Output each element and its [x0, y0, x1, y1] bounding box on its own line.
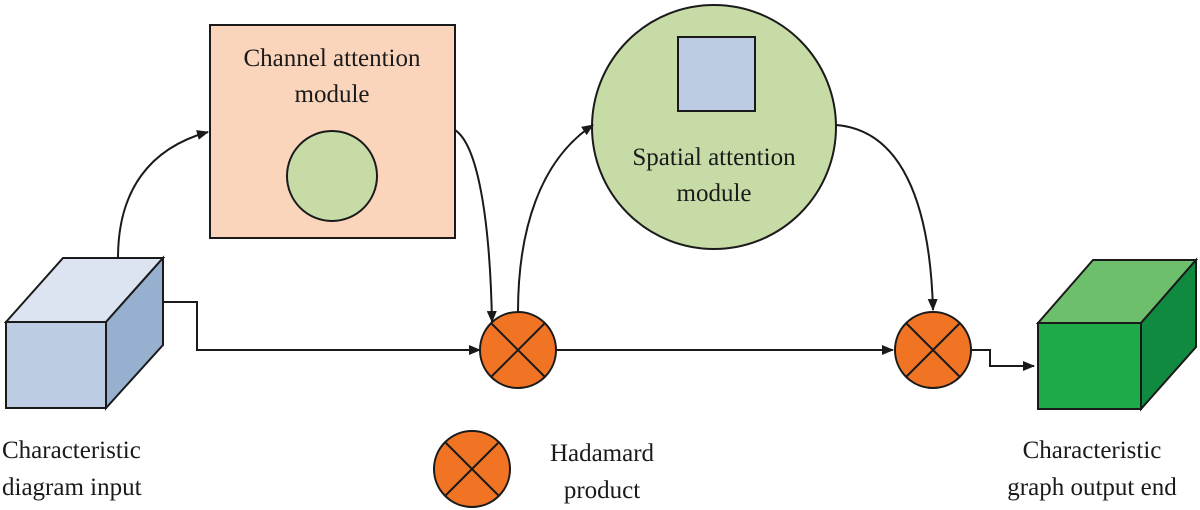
legend-label-line2: product [564, 477, 640, 504]
legend-hadamard-cross [444, 441, 500, 497]
input-cube-front [5, 321, 107, 409]
hadamard-cross [490, 322, 546, 378]
legend-label-line1: Hadamard [550, 440, 655, 467]
legend-hadamard-symbol [433, 430, 511, 508]
input-feature-cube [3, 255, 166, 411]
arrow-input-to-channel [117, 130, 209, 259]
spatial-attention-label-line1: Spatial attention [632, 144, 796, 171]
arrow-hadamard-2-to-output [971, 349, 1035, 371]
arrow-input-to-hadamard-1 [163, 301, 481, 355]
output-label-line2: graph output end [1007, 474, 1177, 501]
output-label-line1: Characteristic [1023, 437, 1162, 464]
channel-inner-circle [286, 130, 378, 222]
spatial-attention-label-line2: module [677, 180, 752, 207]
input-label-line2: diagram input [2, 474, 142, 501]
hadamard-node-1 [479, 311, 557, 389]
connectors [117, 124, 1035, 371]
channel-attention-label-line2: module [295, 81, 370, 108]
spatial-attention-module: Spatial attention module [591, 4, 837, 250]
arrow-channel-to-hadamard-1 [454, 129, 497, 323]
arrow-spatial-to-hadamard-2 [835, 124, 938, 311]
arrow-hadamard-1-to-spatial [517, 124, 594, 313]
spatial-inner-square [677, 36, 756, 112]
output-cube-front [1037, 322, 1142, 410]
channel-attention-label-line1: Channel attention [243, 45, 421, 72]
output-feature-cube [1035, 257, 1199, 412]
input-label-line1: Characteristic [2, 437, 141, 464]
channel-attention-module: Channel attention module [209, 24, 456, 239]
hadamard-node-2 [894, 311, 972, 389]
hadamard-cross [905, 322, 961, 378]
